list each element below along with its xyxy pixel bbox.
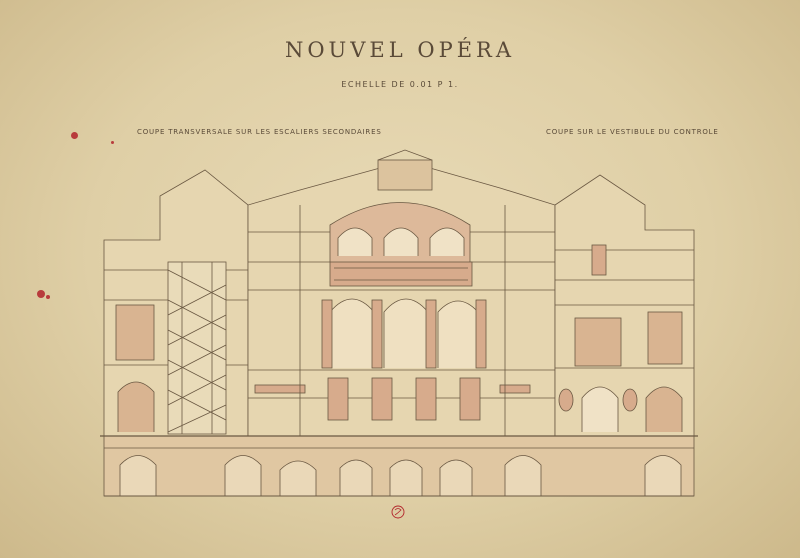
- ink-stain: [37, 290, 45, 298]
- central-hall-section: [247, 149, 556, 436]
- caption-right: COUPE SUR LE VESTIBULE DU CONTROLE: [546, 128, 719, 136]
- ink-stain: [71, 132, 78, 139]
- drawing-scale: ECHELLE DE 0.01 P 1.: [341, 80, 459, 89]
- ink-stain: [46, 295, 50, 299]
- monogram-stamp: [391, 505, 405, 519]
- left-wing-section: [103, 169, 249, 436]
- caption-left: COUPE TRANSVERSALE SUR LES ESCALIERS SEC…: [137, 128, 382, 136]
- ink-stain: [111, 141, 114, 144]
- basement-section: [103, 435, 695, 497]
- right-wing-section: [554, 174, 695, 436]
- drawing-title: NOUVEL OPÉRA: [284, 38, 516, 62]
